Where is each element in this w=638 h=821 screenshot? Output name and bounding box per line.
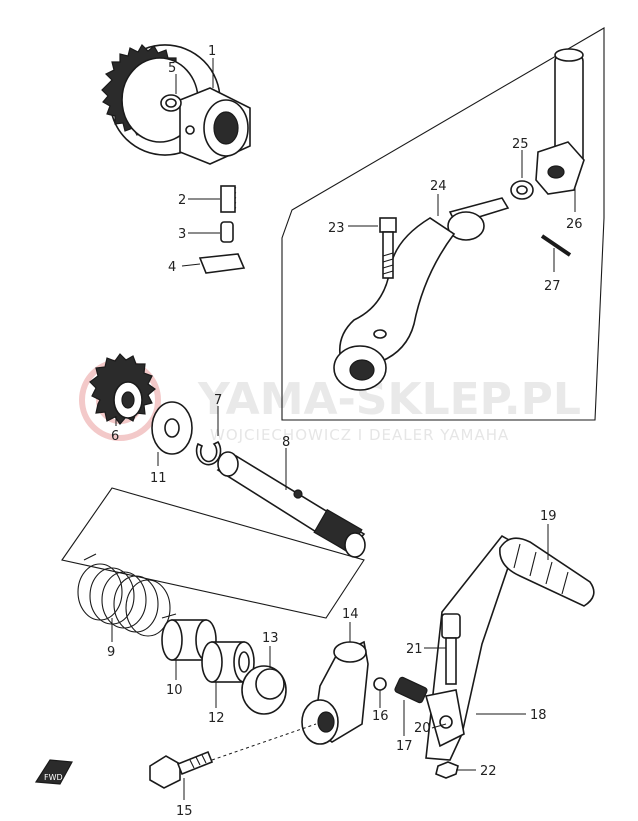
- part-21-bolt: [441, 613, 461, 685]
- label-27: 27: [544, 279, 561, 294]
- label-3: 3: [178, 227, 186, 242]
- part-22-nut: [435, 761, 459, 779]
- watermark: YAMA-SKLEP.PL WOJCIECHOWICZ I DEALER YAM…: [79, 359, 581, 444]
- part-17-spring: [394, 676, 428, 704]
- label-21: 21: [406, 642, 423, 657]
- part-4-clip: [198, 253, 246, 274]
- part-10-collar: [161, 619, 217, 661]
- label-5: 5: [168, 61, 176, 76]
- label-11: 11: [150, 471, 167, 486]
- part-26-kick-boss: [535, 48, 585, 195]
- part-6-gear: [89, 353, 156, 425]
- svg-text:FWD: FWD: [44, 773, 63, 782]
- label-7: 7: [214, 393, 222, 408]
- label-4: 4: [168, 260, 176, 275]
- label-12: 12: [208, 711, 225, 726]
- label-19: 19: [540, 509, 557, 524]
- part-16-ball: [373, 677, 387, 691]
- label-6: 6: [111, 429, 119, 444]
- part-15-bolt: [149, 750, 214, 789]
- part-20-ball: [439, 715, 453, 729]
- part-13-cap: [241, 665, 287, 715]
- label-18: 18: [530, 708, 547, 723]
- watermark-subtitle: WOJCIECHOWICZ I DEALER YAMAHA: [210, 426, 509, 444]
- label-10: 10: [166, 683, 183, 698]
- label-20: 20: [414, 721, 431, 736]
- part-19-pedal-grip: [499, 537, 595, 607]
- label-17: 17: [396, 739, 413, 754]
- leader-lines: [111, 58, 576, 800]
- label-25: 25: [512, 137, 529, 152]
- part-8-kick-shaft: [216, 451, 366, 558]
- kick-arm-frame: [281, 27, 605, 421]
- label-22: 22: [480, 764, 497, 779]
- label-8: 8: [282, 435, 290, 450]
- label-2: 2: [178, 193, 186, 208]
- label-9: 9: [107, 645, 115, 660]
- spring-set-bracket: [61, 487, 365, 619]
- label-1: 1: [208, 44, 216, 59]
- label-14: 14: [342, 607, 359, 622]
- part-24-kick-arm: [333, 197, 510, 391]
- part-7-circlip: [195, 440, 222, 466]
- watermark-brand: YAMA-SKLEP.PL: [197, 374, 581, 425]
- label-26: 26: [566, 217, 583, 232]
- part-14-lever: [301, 640, 369, 745]
- part-2-spring: [220, 185, 237, 213]
- part-27-pin: [540, 234, 572, 257]
- part-3-pin: [220, 221, 234, 243]
- label-24: 24: [430, 179, 447, 194]
- label-16: 16: [372, 709, 389, 724]
- part-labels: 1 5 2 3 4 6 7 8 11 23 24 25 26 27 9 10 1…: [107, 44, 583, 819]
- part-12-guide: [201, 641, 255, 683]
- label-13: 13: [262, 631, 279, 646]
- part-23-bolt: [379, 217, 397, 279]
- label-23: 23: [328, 221, 345, 236]
- fwd-direction-marker: FWD: [34, 759, 73, 785]
- label-15: 15: [176, 804, 193, 819]
- part-11-washer: [151, 401, 193, 455]
- part-1-kick-gear: [101, 44, 251, 165]
